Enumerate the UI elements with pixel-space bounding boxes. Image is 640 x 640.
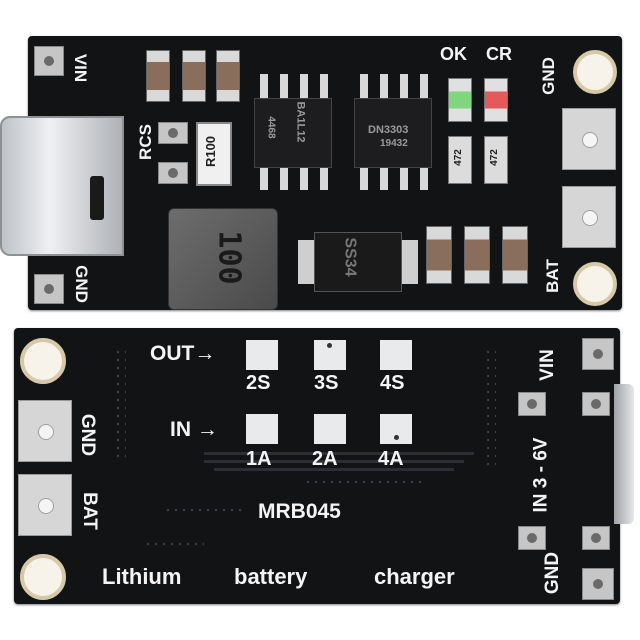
charger-ic-right-sub: 19432 (380, 138, 408, 149)
bottom-pcb-board: GND BAT VIN IN 3 - 6V GND OUT→ 2S 3S 4S … (14, 328, 634, 604)
usb-c-connector (0, 116, 124, 256)
output-select-2s-pad[interactable] (246, 340, 278, 370)
title-word-charger: charger (374, 564, 455, 589)
gnd-label-bottom-left: GND (77, 413, 99, 457)
input-4a-label: 4A (378, 448, 404, 470)
in-arrow-icon: → (196, 418, 218, 441)
in-label: IN → (170, 418, 218, 442)
charger-ic-right (354, 98, 432, 168)
bat-pad-left (18, 474, 72, 536)
ok-label: OK (440, 44, 467, 64)
gnd-pad-left (18, 400, 72, 462)
led-resistor-1-label: 472 (452, 149, 464, 166)
inductor-label: 100 (211, 230, 247, 285)
rcs-label: RCS (135, 124, 155, 160)
vin-label-top: VIN (71, 53, 91, 83)
capacitor-3 (216, 50, 240, 102)
output-select-4s-pad[interactable] (380, 340, 412, 370)
model-label: MRB045 (258, 500, 341, 523)
capacitor-4 (426, 226, 452, 284)
mount-hole-bottom-left-lower (20, 554, 66, 600)
capacitor-2 (182, 50, 206, 102)
output-select-3s-pad[interactable] (314, 340, 346, 370)
gnd-pad-top (34, 274, 64, 304)
mount-hole-bottom-left-upper (20, 338, 66, 384)
input-select-4a-pad[interactable] (380, 414, 412, 444)
bat-label-top: BAT (542, 259, 562, 293)
vin-label-bottom: VIN (536, 349, 558, 381)
gnd-pad-right (562, 108, 616, 170)
top-pcb-board: VIN GND RCS OK CR GND BAT R100 BA1L12 44… (0, 36, 622, 310)
led-resistor-2 (484, 136, 508, 184)
input-range-label: IN 3 - 6V (530, 437, 552, 513)
out-label: OUT→ (150, 342, 215, 366)
mount-hole-bottom-right (573, 262, 617, 306)
schottky-diode (314, 232, 402, 292)
mount-hole-top-right (573, 50, 617, 94)
charger-ic-left-sub: 4468 (265, 116, 277, 139)
bat-pad-right (562, 186, 616, 248)
diode-label: SS34 (341, 237, 359, 277)
sense-resistor (196, 122, 232, 186)
gnd-label-top-right: GND (538, 57, 558, 95)
charger-ic-right-label: DN3303 (368, 124, 409, 136)
input-select-2a-pad[interactable] (314, 414, 346, 444)
ok-led (448, 78, 472, 122)
input-select-1a-pad[interactable] (246, 414, 278, 444)
charger-ic-left (254, 98, 332, 168)
input-2a-label: 2A (312, 448, 338, 470)
capacitor-5 (464, 226, 490, 284)
gnd-label-top-left: GND (71, 265, 91, 303)
title-word-lithium: Lithium (102, 564, 182, 589)
vin-pad-bottom (582, 338, 614, 370)
out-label-text: OUT (150, 342, 195, 365)
charger-ic-left-label: BA1L12 (294, 101, 307, 143)
led-resistor-1 (448, 136, 472, 184)
out-arrow-icon: → (194, 342, 216, 365)
bat-label-bottom-left: BAT (78, 492, 100, 530)
inductor (168, 208, 278, 310)
usb-c-edge (614, 384, 634, 524)
title-word-battery: battery (234, 564, 308, 589)
sense-resistor-label: R100 (203, 135, 219, 168)
input-1a-label: 1A (246, 448, 272, 470)
in-label-text: IN (170, 418, 191, 441)
capacitor-1 (146, 50, 170, 102)
cr-label: CR (486, 44, 512, 64)
capacitor-6 (502, 226, 528, 284)
gnd-pad-bottom (582, 568, 614, 600)
vin-pad-top (34, 46, 64, 76)
output-3s-label: 3S (314, 372, 339, 394)
output-4s-label: 4S (380, 372, 405, 394)
led-resistor-2-label: 472 (488, 149, 500, 166)
cr-led (484, 78, 508, 122)
gnd-label-bottom-right: GND (542, 551, 564, 595)
output-2s-label: 2S (246, 372, 271, 394)
